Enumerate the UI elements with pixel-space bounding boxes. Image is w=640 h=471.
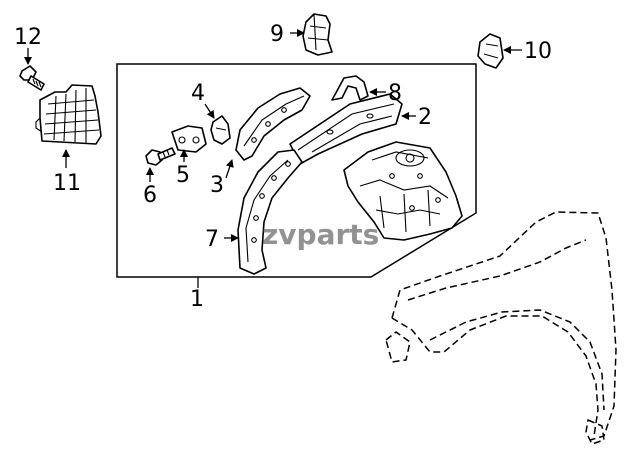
callout-4: 4 <box>191 81 205 106</box>
part-8-bracket[interactable] <box>331 75 369 101</box>
callout-3: 3 <box>210 173 224 198</box>
part-10-clip[interactable] <box>477 33 504 69</box>
fender-outline <box>385 211 617 445</box>
callout-10: 10 <box>524 39 552 64</box>
part-11-bracket[interactable] <box>35 84 102 145</box>
callout-12: 12 <box>14 25 42 50</box>
callout-7: 7 <box>205 227 219 252</box>
assembly-frame <box>116 63 477 278</box>
callout-1: 1 <box>190 287 204 312</box>
part-5-plate[interactable] <box>171 125 207 153</box>
part-3-upper-apron[interactable] <box>235 87 311 161</box>
part-2-upper-rail[interactable] <box>289 93 403 165</box>
leader-line-4 <box>204 103 215 119</box>
part-7-lower-apron[interactable] <box>237 149 303 275</box>
leader-line-3 <box>225 159 234 179</box>
callout-11: 11 <box>53 171 81 196</box>
callout-9: 9 <box>270 22 284 47</box>
part-4-small-bracket[interactable] <box>210 115 231 145</box>
callout-6: 6 <box>143 183 157 208</box>
callout-2: 2 <box>418 105 432 130</box>
callout-8: 8 <box>388 81 402 106</box>
part-6-bolt[interactable] <box>145 147 176 166</box>
part-12-bolt[interactable] <box>19 65 45 91</box>
watermark-text: zvparts <box>262 218 379 251</box>
part-9-clip[interactable] <box>302 13 333 56</box>
part-1-suspension-tower[interactable] <box>343 141 463 241</box>
callout-5: 5 <box>176 163 190 188</box>
